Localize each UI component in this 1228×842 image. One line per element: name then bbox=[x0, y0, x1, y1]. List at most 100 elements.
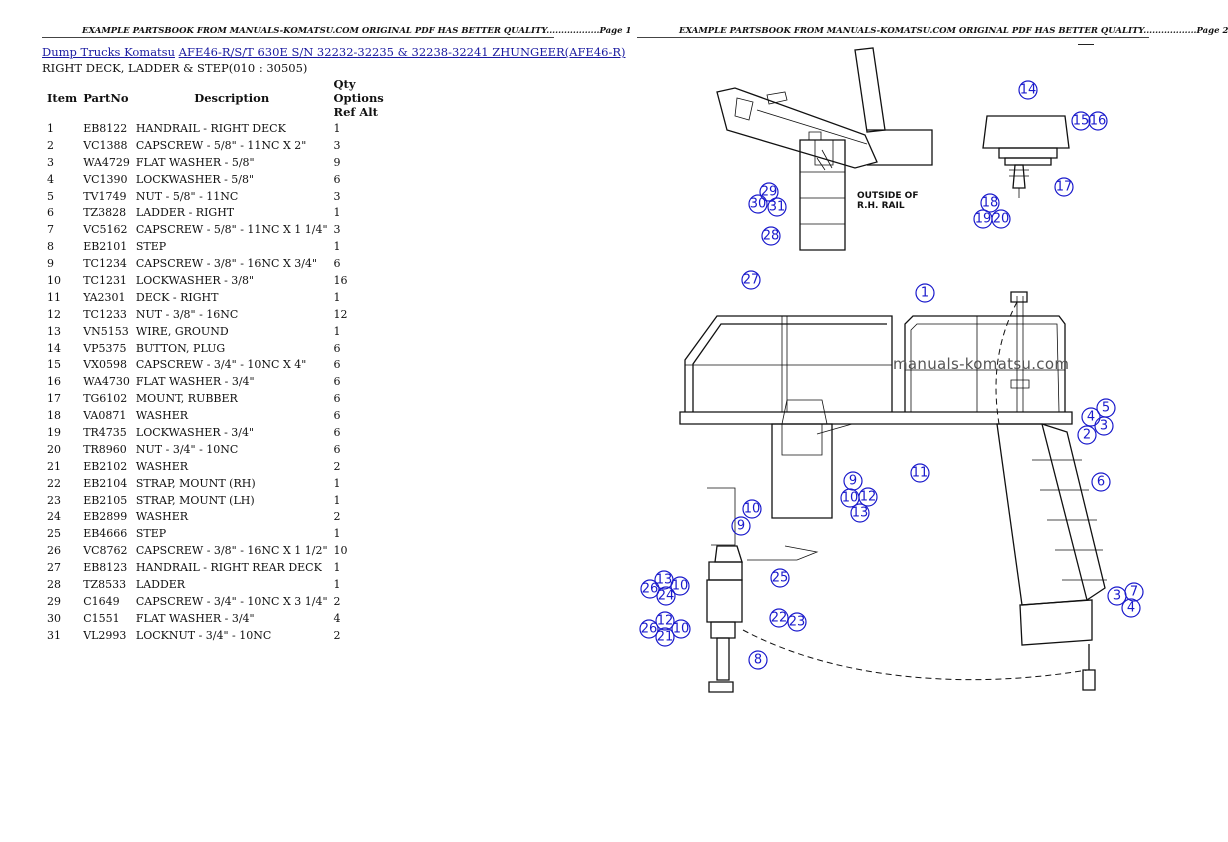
callout-5[interactable]: 5 bbox=[1096, 398, 1116, 418]
callout-8[interactable]: 8 bbox=[748, 650, 768, 670]
callout-7[interactable]: 7 bbox=[1124, 582, 1144, 602]
callout-12[interactable]: 12 bbox=[655, 611, 675, 631]
cell-item: 28 bbox=[47, 577, 61, 591]
breadcrumb-link-model[interactable]: AFE46-R/S/T 630E S/N 32232-32235 & 32238… bbox=[178, 45, 626, 59]
callout-28[interactable]: 28 bbox=[761, 226, 781, 246]
cell-item: 5 bbox=[47, 189, 54, 203]
callout-10[interactable]: 10 bbox=[671, 619, 691, 639]
cell-description: STRAP, MOUNT (RH) bbox=[135, 476, 256, 490]
callout-15[interactable]: 15 bbox=[1071, 111, 1091, 131]
cell-partno: VC1390 bbox=[83, 172, 128, 186]
callout-9[interactable]: 9 bbox=[843, 471, 863, 491]
cell-item: 13 bbox=[47, 324, 61, 338]
cell-item: 8 bbox=[47, 240, 54, 254]
callout-number: 12 bbox=[860, 490, 877, 505]
table-header-row: Item PartNo Description Qty Options Ref … bbox=[44, 76, 387, 120]
page-header-left: EXAMPLE PARTSBOOK FROM MANUALS-KOMATSU.C… bbox=[82, 26, 632, 36]
callout-27[interactable]: 27 bbox=[741, 270, 761, 290]
callout-10[interactable]: 10 bbox=[670, 576, 690, 596]
callout-circle bbox=[639, 619, 659, 639]
cell-partno: VP5375 bbox=[83, 341, 127, 355]
callout-number: 27 bbox=[743, 273, 760, 288]
cell-item: 9 bbox=[47, 257, 54, 271]
callout-12[interactable]: 12 bbox=[858, 487, 878, 507]
cell-partno: VC1388 bbox=[83, 138, 128, 152]
cell-qty: 9 bbox=[333, 155, 341, 169]
cell-qty: 6 bbox=[333, 375, 341, 389]
callout-9[interactable]: 9 bbox=[731, 516, 751, 536]
callout-circle bbox=[1071, 111, 1091, 131]
cell-description: NUT - 5/8" - 11NC bbox=[135, 189, 239, 203]
cell-description: LOCKWASHER - 3/8" bbox=[135, 273, 255, 287]
callout-number: 9 bbox=[849, 474, 857, 489]
callout-4[interactable]: 4 bbox=[1081, 407, 1101, 427]
cell-item: 20 bbox=[47, 442, 61, 456]
cell-partno: EB8122 bbox=[83, 121, 128, 135]
cell-partno: TR4735 bbox=[83, 425, 127, 439]
callout-6[interactable]: 6 bbox=[1091, 472, 1111, 492]
callout-21[interactable]: 21 bbox=[655, 627, 675, 647]
callout-16[interactable]: 16 bbox=[1088, 111, 1108, 131]
callout-circle bbox=[767, 197, 787, 217]
callout-14[interactable]: 14 bbox=[1018, 80, 1038, 100]
callout-26[interactable]: 26 bbox=[640, 579, 660, 599]
callout-31[interactable]: 31 bbox=[767, 197, 787, 217]
cell-description: STEP bbox=[135, 527, 167, 541]
deck-support-column bbox=[771, 399, 853, 519]
callout-circle bbox=[671, 619, 691, 639]
callout-number: 26 bbox=[642, 582, 659, 597]
cell-qty: 6 bbox=[333, 341, 341, 355]
cell-item: 17 bbox=[47, 392, 61, 406]
col-header-alt: Alt bbox=[359, 105, 378, 119]
callout-number: 22 bbox=[771, 611, 788, 626]
callout-2[interactable]: 2 bbox=[1077, 425, 1097, 445]
cell-description: WASHER bbox=[135, 510, 189, 524]
cell-qty: 1 bbox=[333, 577, 341, 591]
callout-circle bbox=[915, 283, 935, 303]
callout-25[interactable]: 25 bbox=[770, 568, 790, 588]
callout-23[interactable]: 23 bbox=[787, 612, 807, 632]
callout-1[interactable]: 1 bbox=[915, 283, 935, 303]
diagram-note-line1: OUTSIDE OF bbox=[857, 191, 918, 201]
callout-17[interactable]: 17 bbox=[1054, 177, 1074, 197]
cell-item: 19 bbox=[47, 425, 61, 439]
callout-19[interactable]: 19 bbox=[973, 209, 993, 229]
breadcrumb-link-dump-trucks[interactable]: Dump Trucks Komatsu bbox=[42, 45, 175, 59]
callout-11[interactable]: 11 bbox=[910, 463, 930, 483]
callout-number: 28 bbox=[763, 229, 780, 244]
callout-circle bbox=[748, 650, 768, 670]
callout-30[interactable]: 30 bbox=[748, 194, 768, 214]
cell-partno: WA4730 bbox=[83, 375, 130, 389]
cell-qty: 6 bbox=[333, 172, 341, 186]
cell-description: CAPSCREW - 3/8" - 16NC X 1 1/2" bbox=[135, 544, 328, 558]
callout-26[interactable]: 26 bbox=[639, 619, 659, 639]
callout-10[interactable]: 10 bbox=[742, 499, 762, 519]
cell-partno: TZ3828 bbox=[83, 206, 127, 220]
callout-29[interactable]: 29 bbox=[759, 182, 779, 202]
cell-qty: 1 bbox=[333, 206, 341, 220]
callout-number: 11 bbox=[912, 466, 929, 481]
callout-4[interactable]: 4 bbox=[1121, 598, 1141, 618]
cell-description: CAPSCREW - 3/4" - 10NC X 3 1/4" bbox=[135, 594, 328, 608]
callout-13[interactable]: 13 bbox=[850, 503, 870, 523]
callout-18[interactable]: 18 bbox=[980, 193, 1000, 213]
callout-3[interactable]: 3 bbox=[1094, 416, 1114, 436]
cell-partno: TC1234 bbox=[83, 257, 127, 271]
callout-22[interactable]: 22 bbox=[769, 608, 789, 628]
cell-partno: VC5162 bbox=[83, 223, 128, 237]
col-header-ref: Ref bbox=[333, 105, 356, 119]
callout-24[interactable]: 24 bbox=[656, 586, 676, 606]
callout-circle bbox=[731, 516, 751, 536]
callout-circle bbox=[1124, 582, 1144, 602]
cell-partno: TZ8533 bbox=[83, 577, 127, 591]
cell-partno: C1649 bbox=[83, 594, 120, 608]
callout-20[interactable]: 20 bbox=[991, 209, 1011, 229]
cell-partno: EB2102 bbox=[83, 459, 128, 473]
cell-description: LOCKWASHER - 3/4" bbox=[135, 425, 255, 439]
